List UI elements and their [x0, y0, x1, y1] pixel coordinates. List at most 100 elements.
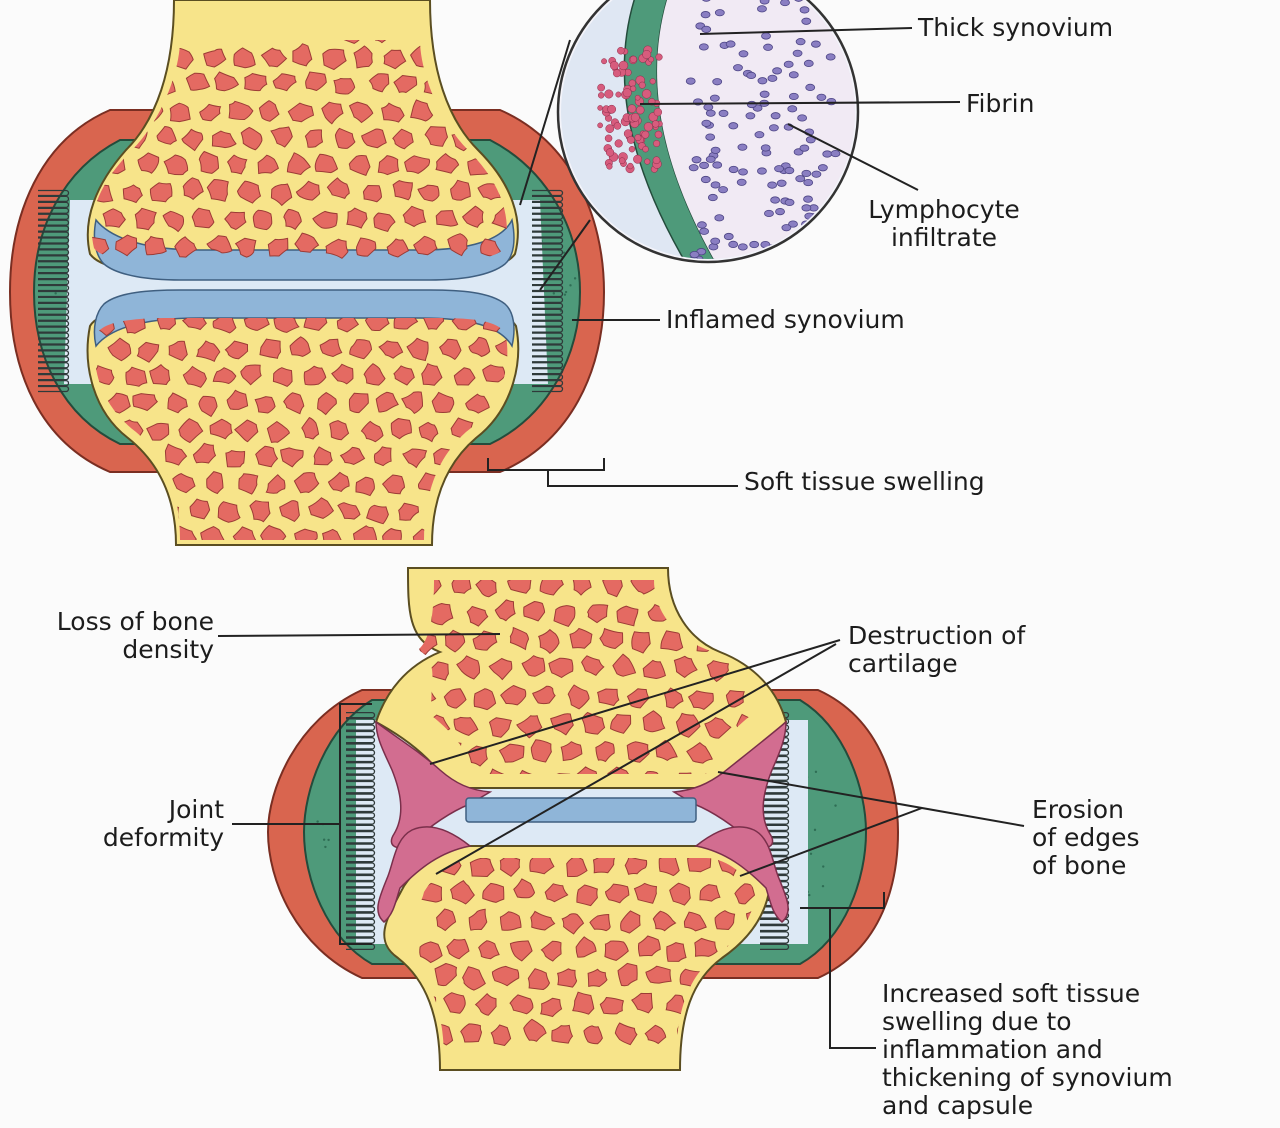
speckle — [808, 894, 810, 896]
lymphocyte — [777, 180, 786, 186]
lymphocyte — [785, 167, 794, 173]
lymphocyte — [757, 168, 766, 174]
marrow-cell — [487, 19, 509, 37]
fibrin-cluster — [601, 59, 606, 64]
lymphocyte — [686, 78, 695, 84]
lymphocyte — [729, 241, 738, 247]
marrow-cell — [470, 858, 494, 876]
lymphocyte — [793, 50, 802, 56]
lymphocyte — [701, 11, 710, 17]
lymphocyte — [724, 233, 733, 239]
marrow-cell — [145, 237, 166, 255]
lymphocyte — [804, 232, 813, 238]
marrow-cell — [114, 50, 135, 71]
label-line: of bone — [1032, 852, 1140, 880]
lymphocyte — [788, 106, 797, 112]
lymphocyte — [700, 228, 709, 234]
speckle — [569, 284, 571, 286]
marrow-cell — [744, 604, 766, 625]
label-line: infiltrate — [854, 224, 1034, 252]
lymphocyte — [713, 79, 722, 85]
marrow-cell — [707, 1024, 730, 1044]
fibrin-cluster — [606, 125, 614, 133]
lymphocyte — [702, 120, 711, 126]
lymphocyte — [738, 244, 747, 250]
fibrin-cluster — [653, 157, 660, 164]
fibrin-cluster — [629, 80, 636, 87]
lymphocyte — [818, 165, 827, 171]
speckle — [815, 771, 817, 773]
lymphocyte — [713, 162, 722, 168]
label-line: thickening of synovium — [882, 1064, 1173, 1092]
fibrin-cluster — [639, 82, 645, 88]
fibrin-cluster — [613, 70, 620, 77]
fibrin-cluster — [633, 155, 641, 163]
marrow-cell — [697, 574, 722, 593]
fibrin-cluster — [608, 105, 616, 113]
lymphocyte — [700, 162, 709, 168]
marrow-cell — [470, 528, 493, 550]
fibrin-cluster — [617, 47, 624, 54]
lymphocyte — [842, 37, 851, 43]
speckle — [822, 865, 824, 867]
label-loss-of-bone-density: Loss of bone density — [6, 608, 214, 664]
lymphocyte — [704, 104, 713, 110]
marrow-cell — [457, 75, 476, 95]
label-line: Increased soft tissue — [882, 980, 1173, 1008]
leader-soft-tissue-swelling — [548, 470, 738, 486]
lymphocyte — [699, 44, 708, 50]
fibrin-cluster — [642, 131, 649, 138]
speckle — [814, 829, 816, 831]
label-line: swelling due to — [882, 1008, 1173, 1036]
label-line: inflammation and — [882, 1036, 1173, 1064]
lymphocyte — [776, 208, 785, 214]
lymphocyte — [746, 113, 755, 119]
lymphocyte — [796, 38, 805, 44]
lymphocyte — [747, 101, 756, 107]
lymphocyte — [692, 157, 701, 163]
lymphocyte — [812, 171, 821, 177]
speckle — [565, 291, 567, 293]
fibrin-cluster — [635, 134, 641, 140]
lymphocyte — [761, 145, 770, 151]
lymphocyte — [697, 222, 706, 228]
fibrin-cluster — [615, 140, 623, 148]
label-erosion-of-edges-of-bone: Erosion of edges of bone — [1032, 796, 1140, 880]
lymphocyte — [800, 145, 809, 151]
lymphocyte — [811, 41, 820, 47]
lymphocyte — [702, 26, 711, 32]
lymphocyte — [789, 93, 798, 99]
lymphocyte — [755, 132, 764, 138]
lymphocyte — [768, 75, 777, 81]
marrow-cell — [131, 19, 153, 39]
lymphocyte — [823, 151, 832, 157]
lymphocyte — [760, 0, 769, 4]
fibrin-cluster — [656, 54, 663, 61]
lymphocyte — [804, 60, 813, 66]
marrow-cell — [143, 529, 161, 549]
lymphocyte — [841, 213, 850, 219]
marrow-cell — [462, 499, 481, 518]
label-soft-tissue-swelling: Soft tissue swelling — [744, 468, 985, 496]
synovial-fringe — [38, 190, 69, 391]
fibrin-cluster — [623, 88, 632, 97]
fibrin-cluster — [642, 89, 651, 98]
speckle — [822, 885, 824, 887]
lymphocyte — [737, 179, 746, 185]
marrow-cell — [129, 75, 152, 98]
lymphocyte — [747, 72, 756, 78]
marrow-cell — [253, 210, 271, 229]
marrow-cell — [255, 397, 275, 413]
lymphocyte — [773, 68, 782, 74]
lymphocyte — [715, 215, 724, 221]
fringe-lines — [532, 190, 563, 391]
fibrin-cluster — [630, 86, 636, 92]
fibrin-cluster — [629, 146, 635, 152]
lymphocyte — [839, 208, 848, 214]
speckle — [316, 820, 318, 822]
lymphocyte — [768, 182, 777, 188]
lymphocyte — [739, 51, 748, 57]
fibrin-cluster — [628, 105, 636, 113]
fibrin-cluster — [605, 135, 612, 142]
